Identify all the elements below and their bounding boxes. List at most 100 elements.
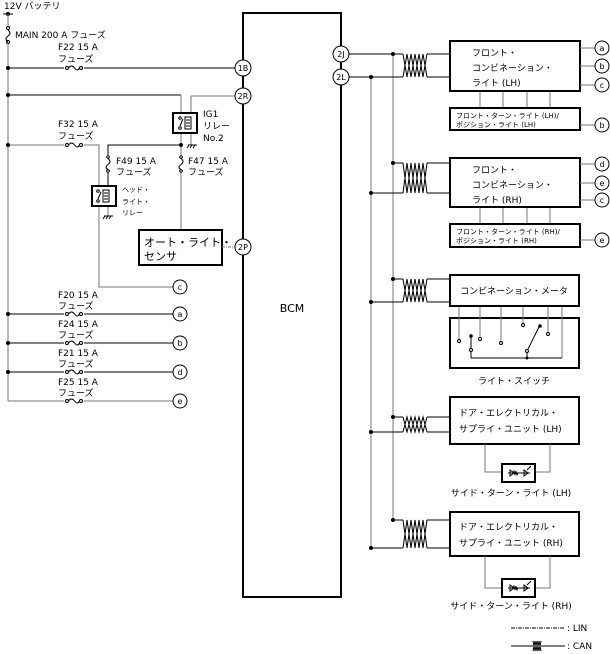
svg-text:コンビネーション・: コンビネーション・ — [472, 180, 553, 191]
svg-text:a: a — [178, 310, 183, 319]
ref-c: c — [594, 77, 610, 93]
front-turn-light-rh: フロント・ターン・ライト (RH)/ ポジション・ライト (RH) — [449, 223, 581, 248]
can-twist-icon — [532, 640, 542, 652]
f22-label: フューズ — [58, 53, 94, 65]
junction-dot — [6, 93, 10, 97]
side-turn-light-lh-icon — [501, 463, 536, 483]
light-switch — [449, 307, 580, 369]
f49-fuse-icon — [105, 155, 111, 173]
svg-text:b: b — [599, 121, 604, 130]
fuse-icons — [64, 310, 84, 405]
svg-text:2L: 2L — [336, 73, 346, 82]
can-twisted-pair — [369, 161, 450, 195]
front-turn-light-lh: フロント・ターン・ライト (LH)/ ポジション・ライト (LH) — [449, 107, 581, 131]
svg-text:ポジション・ライト (LH): ポジション・ライト (LH) — [456, 121, 536, 129]
svg-text:フロント・: フロント・ — [472, 49, 517, 59]
svg-text:c: c — [178, 283, 182, 292]
ref-b: b — [594, 58, 610, 74]
f22-fuse-icon — [64, 64, 84, 72]
door-electrical-supply-unit-rh: ドア・エレクトリカル・ サプライ・ユニット (RH) — [449, 511, 580, 557]
svg-text:ライト (LH): ライト (LH) — [472, 78, 521, 89]
svg-text:サプライ・ユニット (LH): サプライ・ユニット (LH) — [459, 424, 562, 435]
svg-text:コンビネーション・メータ: コンビネーション・メータ — [460, 286, 568, 297]
ref-a: a — [594, 40, 610, 56]
can-twisted-pair — [369, 277, 450, 304]
ref-d: d — [172, 364, 188, 380]
f22-name: F22 15 A — [58, 43, 99, 53]
headlight-relay-label: リレー — [122, 209, 143, 217]
can-branches — [369, 52, 450, 550]
pin-2j: 2J — [332, 45, 350, 63]
battery-label: 12V バッテリ — [4, 1, 60, 12]
front-combination-light-lh: フロント・ コンビネーション・ ライト (LH) — [449, 40, 581, 92]
fuse-icon — [64, 397, 84, 405]
svg-text:コンビネーション・: コンビネーション・ — [472, 63, 553, 74]
f24-name: F24 15 A — [58, 320, 99, 330]
f47-fuse-icon — [178, 155, 184, 173]
f20-name: F20 15 A — [58, 291, 99, 301]
fuse-icon — [64, 339, 84, 347]
fuse-rows — [6, 312, 173, 402]
rh-connect-wires — [479, 208, 551, 223]
svg-text:1B: 1B — [238, 64, 249, 73]
ref-e: e — [172, 393, 188, 409]
legend-lin-label: : LIN — [567, 624, 587, 634]
ref-b: b — [172, 335, 188, 351]
svg-text:d: d — [599, 160, 604, 169]
svg-text:d: d — [177, 368, 182, 377]
headlight-relay-label: ライト・ — [122, 198, 150, 206]
svg-text:a: a — [600, 44, 605, 53]
svg-text:ドア・エレクトリカル・: ドア・エレクトリカル・ — [459, 522, 558, 533]
junction-dot — [6, 143, 10, 147]
ig1-relay-label: No.2 — [203, 134, 224, 144]
headlight-relay-icon — [91, 185, 117, 207]
svg-text:ライト (RH): ライト (RH) — [472, 195, 522, 206]
lh-connect-wires — [479, 92, 551, 107]
f21-name: F21 15 A — [58, 349, 99, 359]
right-ref-wires — [580, 47, 595, 241]
ref-e: e — [594, 232, 610, 248]
svg-text:フロント・ターン・ライト (LH)/: フロント・ターン・ライト (LH)/ — [456, 111, 560, 120]
sensor-label: オート・ライト・ — [144, 236, 232, 249]
bcm-box — [242, 12, 342, 598]
svg-text:e: e — [600, 236, 605, 245]
ref-d: d — [594, 156, 610, 172]
main-fuse-label: MAIN 200 A フューズ — [15, 29, 106, 41]
side-turn-rh-wire — [535, 556, 551, 589]
can-twisted-pair — [369, 52, 450, 79]
main-fuse-icon — [5, 26, 11, 44]
combination-meter: コンビネーション・メータ — [449, 274, 580, 307]
front-combination-light-rh: フロント・ コンビネーション・ ライト (RH) — [449, 157, 581, 208]
svg-text:e: e — [600, 179, 605, 188]
svg-text:ポジション・ライト (RH): ポジション・ライト (RH) — [456, 237, 537, 245]
side-turn-rh-label: サイド・ターン・ライト (RH) — [450, 601, 571, 612]
f32-fuse-icon — [64, 141, 84, 149]
can-twisted-pair — [369, 518, 450, 550]
ig1-relay-label: IG1 — [203, 110, 218, 120]
f49-label: フューズ — [116, 166, 152, 178]
ref-e: e — [594, 175, 610, 191]
light-switch-label: ライト・スイッチ — [478, 376, 550, 387]
f32-wire — [8, 144, 173, 288]
legend-can-label: : CAN — [567, 642, 592, 652]
side-turn-lh-label: サイド・ターン・ライト (LH) — [451, 488, 571, 499]
f32-name: F32 15 A — [58, 120, 99, 130]
svg-text:b: b — [177, 339, 182, 348]
ground-icon — [102, 215, 113, 220]
f47-label: フューズ — [188, 166, 224, 178]
headlight-relay-label: ヘッド・ — [122, 186, 150, 194]
ref-a: a — [172, 306, 188, 322]
side-turn-lh-wire — [535, 444, 551, 473]
ref-c: c — [172, 279, 188, 295]
svg-text:c: c — [600, 196, 604, 205]
f32-label: フューズ — [58, 130, 94, 142]
f25-name: F25 15 A — [58, 378, 99, 388]
svg-text:ドア・エレクトリカル・: ドア・エレクトリカル・ — [459, 408, 558, 419]
pin-2p: 2P — [234, 238, 252, 256]
f20-label: フューズ — [58, 300, 94, 312]
svg-text:フロント・: フロント・ — [472, 166, 517, 176]
svg-text:c: c — [600, 81, 604, 90]
svg-text:e: e — [178, 397, 183, 406]
ground-icon — [186, 144, 197, 149]
